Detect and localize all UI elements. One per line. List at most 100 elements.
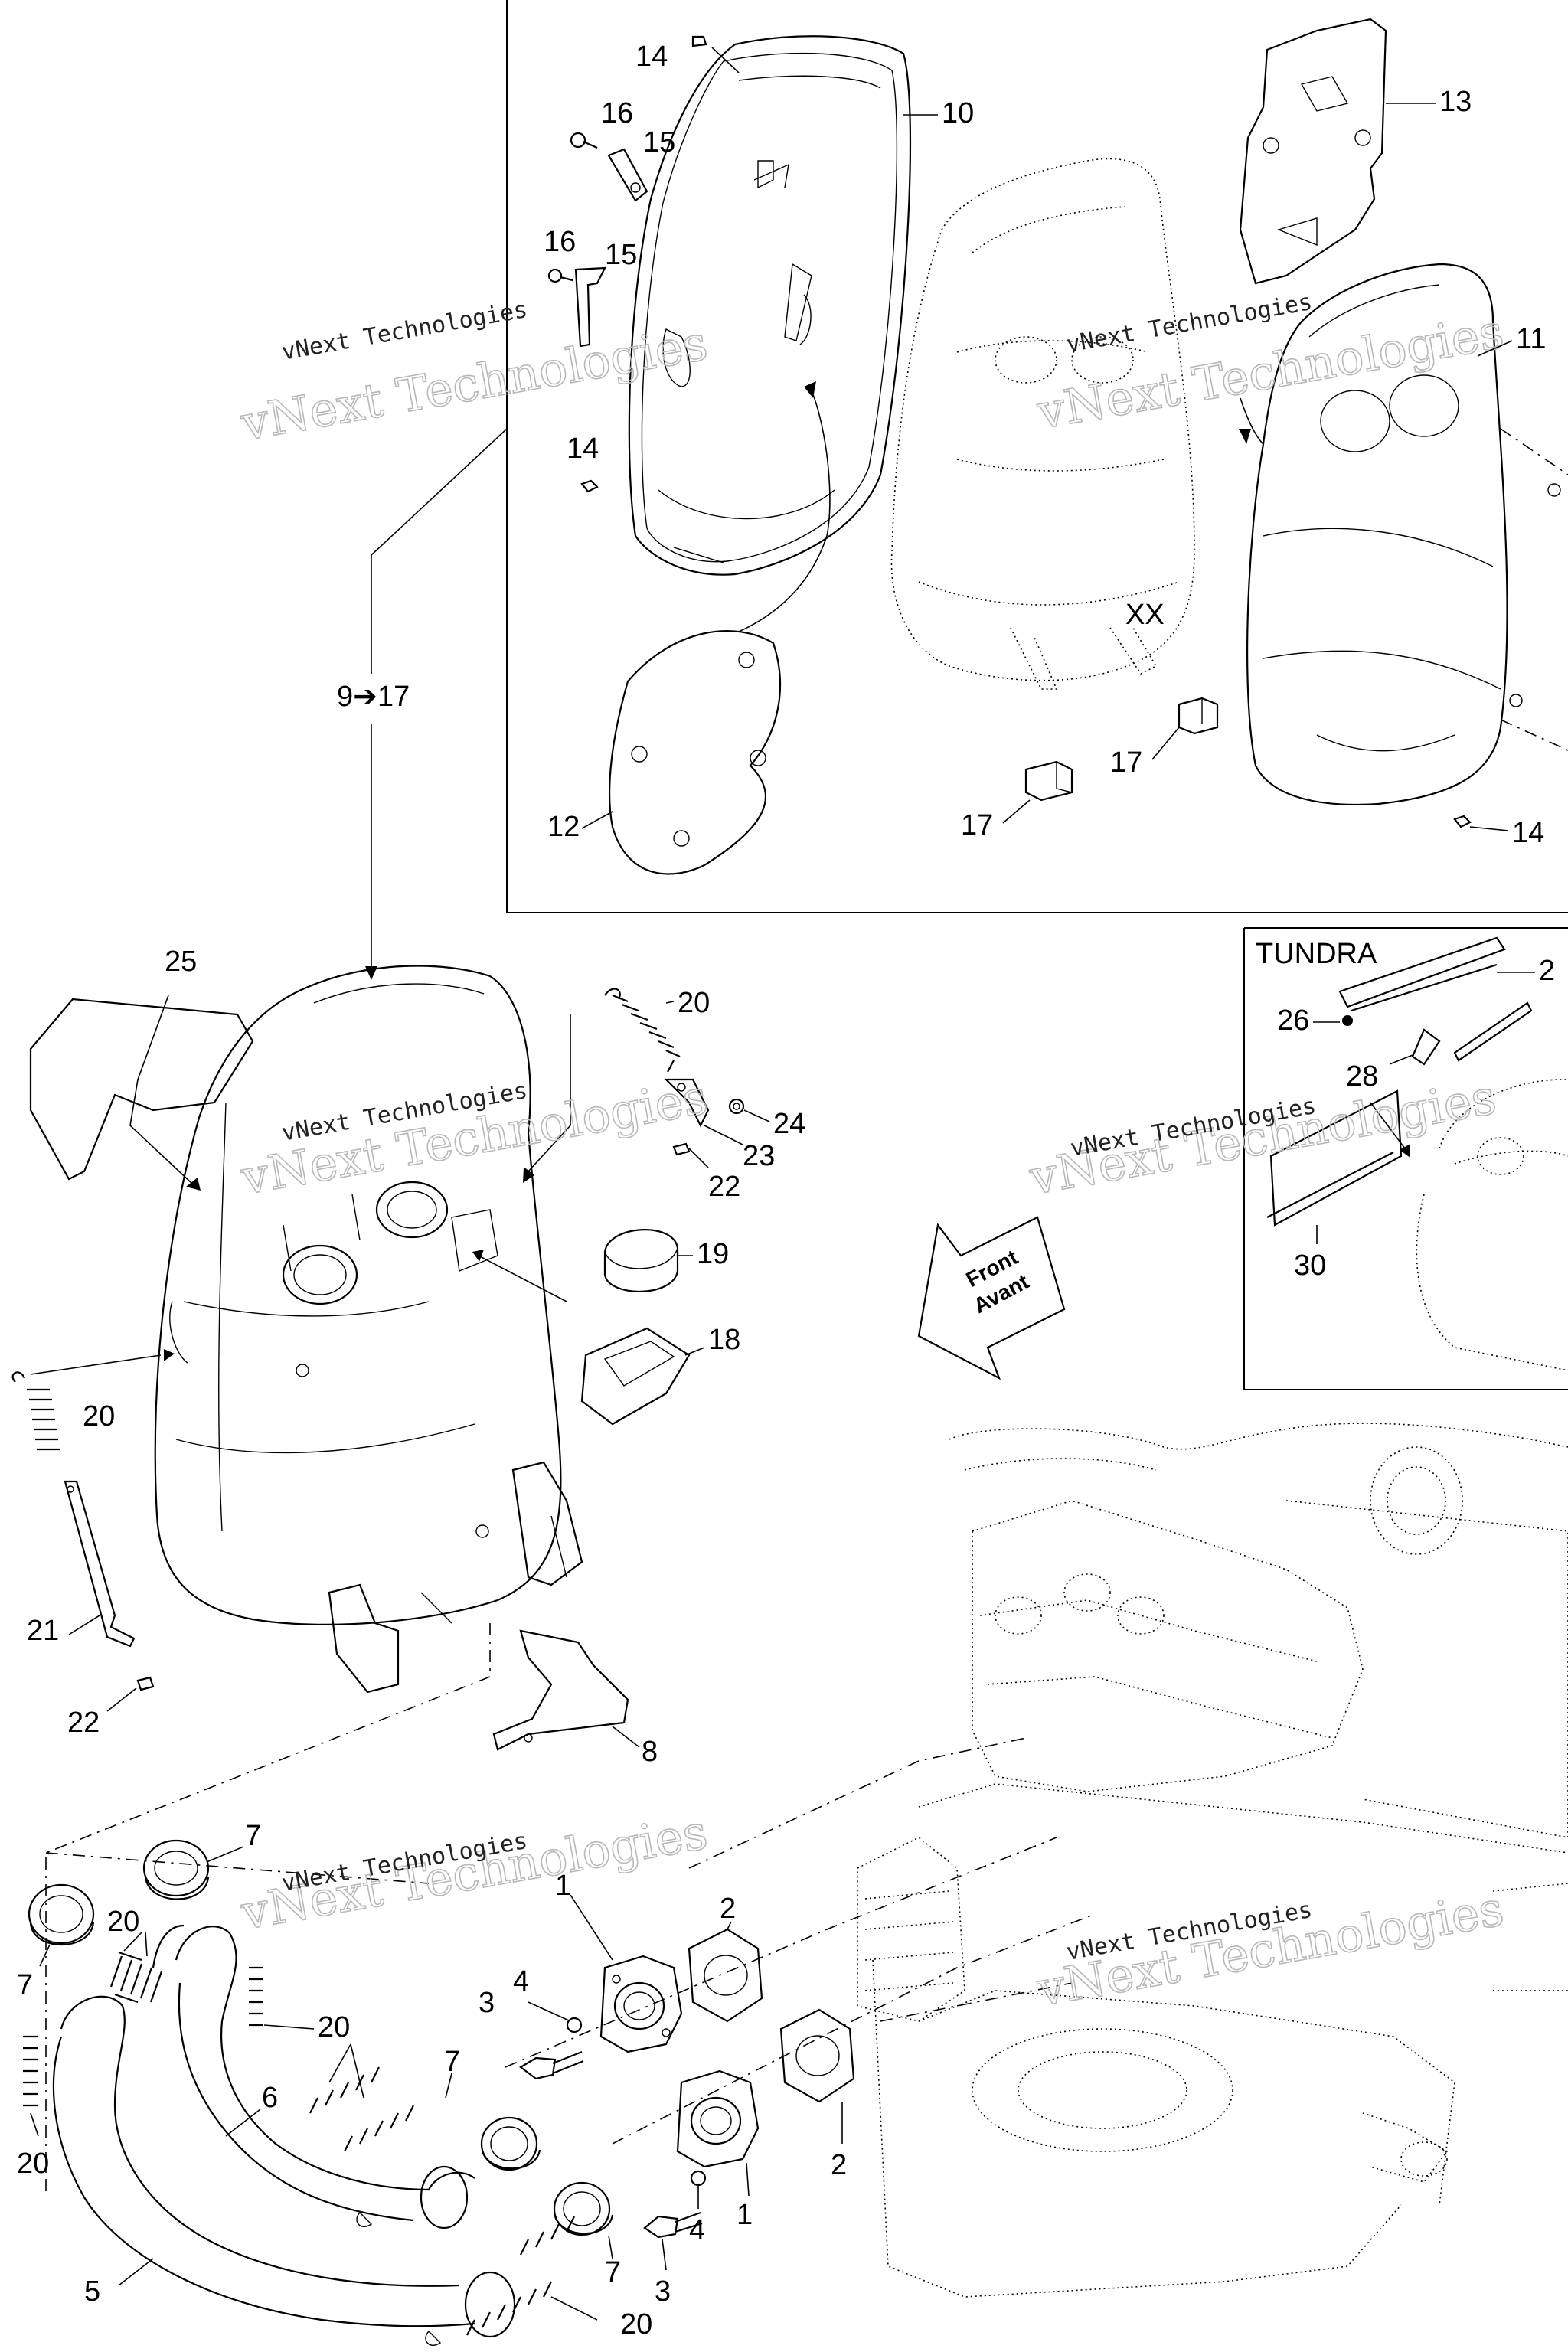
callout-22: 22 xyxy=(67,1707,100,1739)
foam-seal-12 xyxy=(608,381,831,875)
seal-ring-7-mid-a xyxy=(480,2116,541,2171)
air-box-cover xyxy=(628,35,912,576)
spring-20-c xyxy=(109,1951,163,2004)
callout-21: 21 xyxy=(27,1615,59,1647)
seal-plate-13 xyxy=(1239,18,1387,285)
callout-22: 22 xyxy=(708,1171,740,1203)
callout-1: 1 xyxy=(555,1870,571,1902)
flange-1-lower xyxy=(676,2069,760,2168)
callout-5: 5 xyxy=(84,2275,100,2308)
callout-7: 7 xyxy=(17,1969,33,2001)
callout-15: 15 xyxy=(643,126,675,158)
callout-4: 4 xyxy=(513,1965,529,1998)
callout-20: 20 xyxy=(107,1906,139,1938)
spring-20-a xyxy=(604,988,681,1073)
callout-4: 4 xyxy=(689,2214,705,2246)
rod-21 xyxy=(64,1480,136,1648)
front-direction-arrow: Front Avant xyxy=(917,1216,1066,1380)
callout-14: 14 xyxy=(567,433,599,465)
callout-7: 7 xyxy=(605,2256,621,2288)
screw-16-top xyxy=(570,132,598,149)
alignment-lines xyxy=(45,1623,1096,2197)
bolt-3-upper xyxy=(519,2050,584,2080)
callout-20: 20 xyxy=(678,987,710,1019)
callout-7: 7 xyxy=(245,1820,261,1852)
bracket-15-top xyxy=(607,148,648,202)
callout-3: 3 xyxy=(655,2275,671,2308)
gasket-2-upper xyxy=(688,1928,763,2023)
callout-17: 17 xyxy=(961,809,993,841)
inset-title: TUNDRA xyxy=(1256,938,1377,970)
seal-ring-7-right xyxy=(142,1839,210,1900)
airbox-leader-right xyxy=(523,1014,571,1183)
callout-14: 14 xyxy=(635,41,668,73)
air-filter-11 xyxy=(1239,263,1568,806)
callout-8: 8 xyxy=(642,1736,658,1768)
callout-10: 10 xyxy=(942,97,974,129)
gasket-2-lower xyxy=(779,2008,855,2103)
callout-3: 3 xyxy=(479,1987,495,2019)
spring-20-g xyxy=(466,2216,575,2336)
pipe-6 xyxy=(152,1924,475,2230)
callout-23: 23 xyxy=(743,1140,775,1172)
callout-16: 16 xyxy=(544,226,576,258)
callout-labels: 14 10 16 15 16 15 14 13 11 9➔17 12 17 17… xyxy=(17,41,1555,2341)
callout-20: 20 xyxy=(318,2011,350,2043)
air-box-dotted-top: XX xyxy=(890,158,1195,690)
bracket-8 xyxy=(492,1629,629,1751)
tundra-inset: TUNDRA xyxy=(1243,927,1568,1390)
callout-11: 11 xyxy=(1516,323,1546,355)
callout-2: 2 xyxy=(831,2149,847,2181)
screw-16-mid xyxy=(547,268,573,283)
clip-17-a xyxy=(1024,760,1073,802)
callout-17: 17 xyxy=(1110,746,1142,779)
screw-14-top xyxy=(691,35,740,74)
callout-30: 30 xyxy=(1294,1250,1326,1282)
flange-1-upper xyxy=(599,1955,683,2053)
bracket-23 xyxy=(664,1078,745,1156)
watermark-group: vNext Technologies vNext Technologies vN… xyxy=(236,289,1508,2018)
callout-9-to-17: 9➔17 xyxy=(337,681,410,713)
callout-2: 2 xyxy=(720,1893,736,1925)
watermark-text: vNext Technologies xyxy=(1033,303,1508,440)
bolt-3-lower xyxy=(643,2211,703,2239)
washer-4-lower xyxy=(690,2170,707,2187)
screw-14-bottom xyxy=(1453,694,1523,828)
callout-20: 20 xyxy=(17,2148,49,2180)
callout-26: 26 xyxy=(1277,1004,1309,1037)
plug-19 xyxy=(603,1229,679,1292)
callout-19: 19 xyxy=(697,1238,729,1270)
pipe-5 xyxy=(52,1995,516,2346)
seal-ring-7-mid-b xyxy=(553,2181,614,2236)
spring-20-f xyxy=(309,2066,414,2152)
callout-20: 20 xyxy=(620,2308,652,2341)
screw-14-mid xyxy=(580,479,599,493)
callout-25: 25 xyxy=(165,946,197,978)
callout-24: 24 xyxy=(773,1108,805,1140)
engine-dotted xyxy=(857,1423,1568,2298)
spring-20-e xyxy=(23,2035,38,2107)
callout-20: 20 xyxy=(83,1400,115,1432)
callout-13: 13 xyxy=(1439,86,1472,118)
callout-28: 28 xyxy=(1346,1060,1378,1093)
grommet-18 xyxy=(472,1250,691,1426)
main-air-box xyxy=(154,965,583,1694)
screw-22-bottom xyxy=(136,1676,155,1691)
bracket-15-mid xyxy=(574,266,606,348)
callout-16: 16 xyxy=(601,97,633,129)
callout-18: 18 xyxy=(708,1324,740,1356)
callout-15: 15 xyxy=(605,239,637,271)
seal-ring-7-left xyxy=(28,1883,95,1945)
callout-6: 6 xyxy=(262,2082,278,2114)
callout-14: 14 xyxy=(1512,817,1544,849)
washer-4-upper xyxy=(566,2017,583,2034)
dimension-mark: XX xyxy=(1125,599,1165,631)
spring-20-b xyxy=(11,1349,175,1451)
callout-1: 1 xyxy=(737,2199,753,2231)
callout-7: 7 xyxy=(444,2046,460,2078)
callout-27: 2 xyxy=(1539,955,1555,987)
seal-sheet-25 xyxy=(29,995,254,1191)
top-assembly-frame xyxy=(365,0,1568,980)
callout-12: 12 xyxy=(547,811,580,843)
